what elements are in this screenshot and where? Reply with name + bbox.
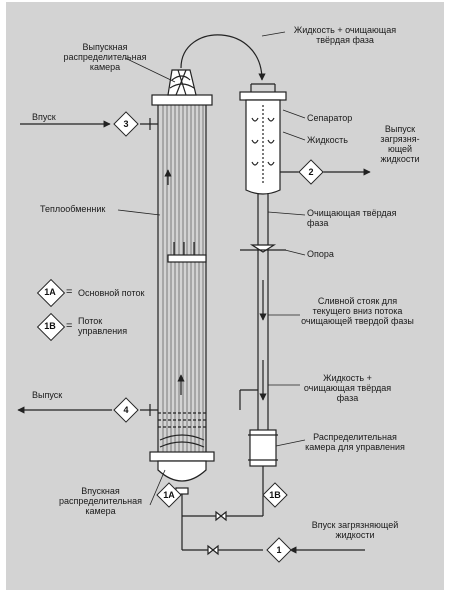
marker-1: 1: [266, 537, 292, 563]
legend-control-flow-text: Поток управления: [78, 316, 128, 336]
label-inlet-chamber: Впускная распределительная камера: [59, 486, 142, 516]
marker-4-text: 4: [123, 405, 129, 415]
downcomer: [239, 193, 286, 486]
marker-2: 2: [298, 159, 324, 185]
label-separator: Сепаратор: [307, 113, 353, 123]
bottom-piping: [181, 486, 365, 556]
marker-1b-text: 1B: [269, 490, 281, 500]
legend-main-flow-eq: =: [66, 286, 73, 298]
label-inlet-dirty-liquid: Впуск загрязняющей жидкости: [311, 520, 399, 540]
label-support: Опора: [307, 249, 334, 259]
marker-3-text: 3: [123, 119, 129, 129]
marker-3: 3: [113, 111, 139, 137]
legend-control-flow-eq: =: [66, 320, 73, 332]
label-cleaning-solid: Очищающая твёрдая фаза: [307, 208, 397, 228]
label-heat-exchanger: Теплообменник: [40, 204, 106, 214]
label-outlet: Выпуск: [32, 390, 63, 400]
legend-control-flow-marker: 1B: [36, 312, 66, 342]
marker-1-text: 1: [276, 545, 282, 555]
label-liquid-solid-lower: Жидкость + очищающая твёрдая фаза: [303, 373, 392, 403]
marker-4: 4: [113, 397, 139, 423]
outlet-chamber: [151, 69, 213, 106]
legend-main-flow-marker-text: 1A: [44, 287, 56, 297]
label-outlet-dirty-liquid: Выпуск загрязня- ющей жидкости: [380, 124, 420, 164]
legend-main-flow-text: Основной поток: [78, 288, 145, 298]
legend-main-flow-marker: 1A: [36, 278, 66, 308]
label-liquid-solid-top: Жидкость + очищающая твёрдая фаза: [293, 25, 397, 45]
heat-exchanger-tubes: [157, 105, 207, 452]
marker-2-text: 2: [308, 167, 314, 177]
diagram-page: [6, 2, 444, 590]
label-inlet: Впуск: [32, 112, 56, 122]
leader-lines: [117, 31, 306, 506]
marker-1b: 1B: [262, 482, 288, 508]
separator: [239, 83, 287, 195]
top-arc-pipe: [180, 34, 266, 81]
label-liquid: Жидкость: [307, 135, 348, 145]
label-downcomer: Сливной стояк для текущего вниз потока о…: [301, 296, 414, 326]
marker-1a-text: 1A: [163, 490, 175, 500]
label-control-chamber: Распределительная камера для управления: [305, 432, 405, 452]
label-outlet-chamber: Выпускная распределительная камера: [63, 42, 147, 72]
legend-control-flow-marker-text: 1B: [44, 321, 56, 331]
marker-1a: 1A: [156, 482, 182, 508]
exchanger-support: [167, 242, 207, 263]
